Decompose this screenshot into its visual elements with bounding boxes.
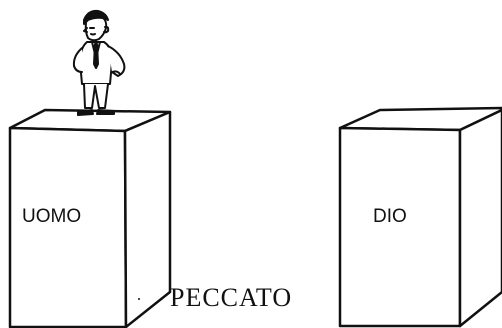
man-shoes (77, 109, 115, 116)
right-block (338, 106, 502, 328)
man-nose (83, 27, 88, 33)
man-tie (93, 43, 99, 69)
man-right-hand (111, 70, 121, 75)
left-block-label: UOMO (22, 206, 81, 227)
left-block-side (123, 110, 172, 328)
right-block-label: DIO (373, 206, 407, 227)
man-face (89, 27, 96, 36)
gap-label: PECCATO (170, 283, 292, 312)
left-block-front (8, 126, 128, 328)
man-ear (103, 25, 110, 34)
man-figure-icon (72, 9, 126, 116)
ink-speck (138, 298, 140, 300)
left-block (8, 108, 172, 328)
man-left-arm (72, 47, 83, 73)
right-block-front (338, 126, 462, 328)
right-block-side (458, 108, 502, 328)
man-head (84, 16, 108, 42)
man-legs (83, 83, 109, 109)
